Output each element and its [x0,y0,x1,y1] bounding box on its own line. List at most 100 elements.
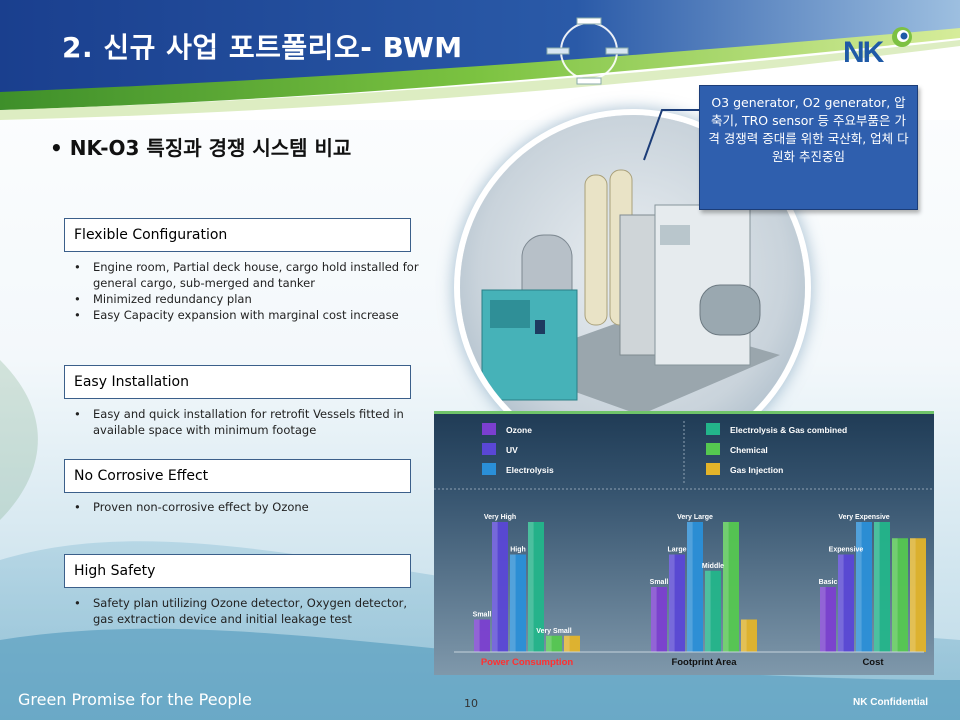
bar-highlight [669,554,675,652]
data-label: Very Small [536,628,571,635]
data-label: Basic [819,579,838,586]
bar-highlight [492,522,498,652]
bar [546,635,562,652]
bar [856,522,872,652]
legend-swatch [482,443,496,455]
feature-title: No Corrosive Effect [74,468,209,484]
feature-item: Easy and quick installation for retrofit… [74,406,419,438]
data-label: Very Expensive [838,514,889,521]
feature-box-flexible-configuration: Flexible Configuration [64,218,411,252]
legend-swatch [482,423,496,435]
bar-highlight [546,635,552,652]
bar [564,635,580,652]
equipment-photo [460,115,805,460]
nk-logo-swirl-icon [892,27,912,47]
feature-item: Proven non-corrosive effect by Ozone [74,499,419,515]
feature-item: Minimized redundancy plan [74,291,419,307]
bar [528,522,544,652]
data-label: Large [667,547,686,554]
page-number: 10 [464,697,478,710]
bar [669,554,685,652]
data-label: Very High [484,514,516,521]
feature-box-high-safety: High Safety [64,554,411,588]
nk-logo: NK [843,24,915,76]
bwm-system-illustration-icon [481,169,780,415]
legend-swatch [706,463,720,475]
data-label: Middle [702,563,724,570]
bar-highlight [838,554,844,652]
bar [910,538,926,652]
legend-swatch [482,463,496,475]
legend-label: Electrolysis [506,465,554,475]
feature-title: High Safety [74,563,156,579]
bar-highlight [687,522,693,652]
feature-list-no-corrosive-effect: Proven non-corrosive effect by Ozone [74,499,419,515]
data-label: Small [473,612,492,619]
category-label: Footprint Area [671,657,737,668]
bar-highlight [474,619,480,652]
bar-highlight [741,619,747,652]
bar-highlight [705,570,711,652]
bar [687,522,703,652]
bar-highlight [723,522,729,652]
bar [892,538,908,652]
feature-title: Flexible Configuration [74,227,228,243]
feature-box-no-corrosive-effect: No Corrosive Effect [64,459,411,493]
data-label: Expensive [829,547,864,554]
data-label: High [510,547,526,554]
bar [651,587,667,652]
bar-highlight [856,522,862,652]
bar [874,522,890,652]
logo-text: NK [843,36,884,69]
feature-box-easy-installation: Easy Installation [64,365,411,399]
header-band [0,0,960,120]
data-label: Small [650,579,669,586]
confidential-label: NK Confidential [853,697,928,708]
legend-swatch [706,443,720,455]
bar [723,522,739,652]
legend-label: Ozone [506,425,532,435]
feature-list-easy-installation: Easy and quick installation for retrofit… [74,406,419,438]
bar-highlight [874,522,880,652]
feature-item: Easy Capacity expansion with marginal co… [74,307,419,323]
bar-highlight [510,554,516,652]
data-label: Very Large [677,514,713,521]
bar [492,522,508,652]
feature-title: Easy Installation [74,374,189,390]
bar-highlight [910,538,916,652]
callout-box: O3 generator, O2 generator, 압축기, TRO sen… [699,85,918,210]
feature-item: Engine room, Partial deck house, cargo h… [74,259,419,291]
bar-highlight [564,635,570,652]
legend-swatch [706,423,720,435]
callout-pointer-icon [643,109,700,161]
bar [838,554,854,652]
legend-label: Gas Injection [730,465,783,475]
bar-highlight [820,587,826,652]
legend-label: UV [506,445,518,455]
chart-top-strip [434,411,934,414]
title-ornament-icon [546,17,629,85]
category-label: Cost [862,657,884,668]
chart-category-labels: Power Consumption Footprint Area Cost [481,657,885,668]
footer-tagline: Green Promise for the People [18,690,252,709]
bar [705,570,721,652]
feature-item: Safety plan utilizing Ozone detector, Ox… [74,595,419,627]
bar [820,587,836,652]
slide-title: 2. 신규 사업 포트폴리오- BWM [62,31,463,64]
bar-highlight [651,587,657,652]
bar [474,619,490,652]
feature-list-flexible-configuration: Engine room, Partial deck house, cargo h… [74,259,419,323]
section-heading: • NK-O3 특징과 경쟁 시스템 비교 [50,136,352,160]
bar-highlight [528,522,534,652]
chart-bars [454,522,926,653]
legend-label: Electrolysis & Gas combined [730,425,847,435]
bar [510,554,526,652]
bar-highlight [892,538,898,652]
legend-label: Chemical [730,445,768,455]
category-label: Power Consumption [481,657,574,668]
feature-list-high-safety: Safety plan utilizing Ozone detector, Ox… [74,595,419,627]
